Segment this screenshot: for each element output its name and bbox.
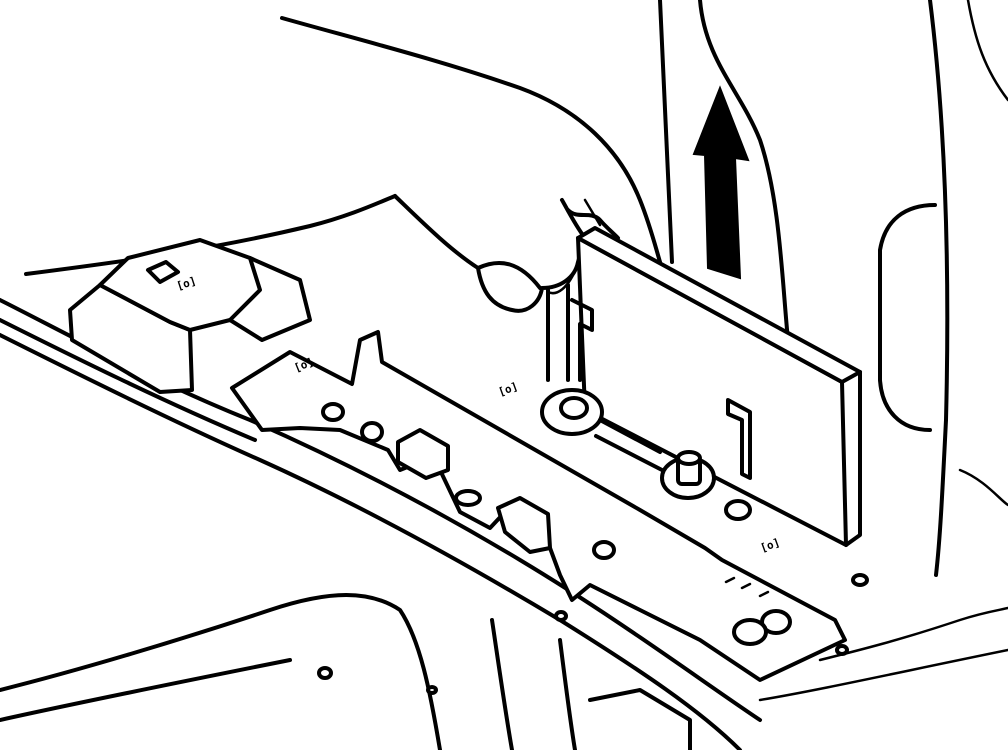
label-seat: [o] xyxy=(175,274,198,293)
floor-pan xyxy=(0,573,1008,750)
seat-cushion xyxy=(68,238,312,394)
body-side-panel xyxy=(658,0,1008,577)
control-module xyxy=(546,226,862,547)
arm-sleeve xyxy=(24,16,662,276)
label-rail: [o] xyxy=(497,380,520,399)
label-module: [o] xyxy=(759,536,782,555)
floor-bracket xyxy=(0,298,847,750)
up-arrow-icon xyxy=(692,85,750,280)
ground-terminal xyxy=(540,388,716,500)
